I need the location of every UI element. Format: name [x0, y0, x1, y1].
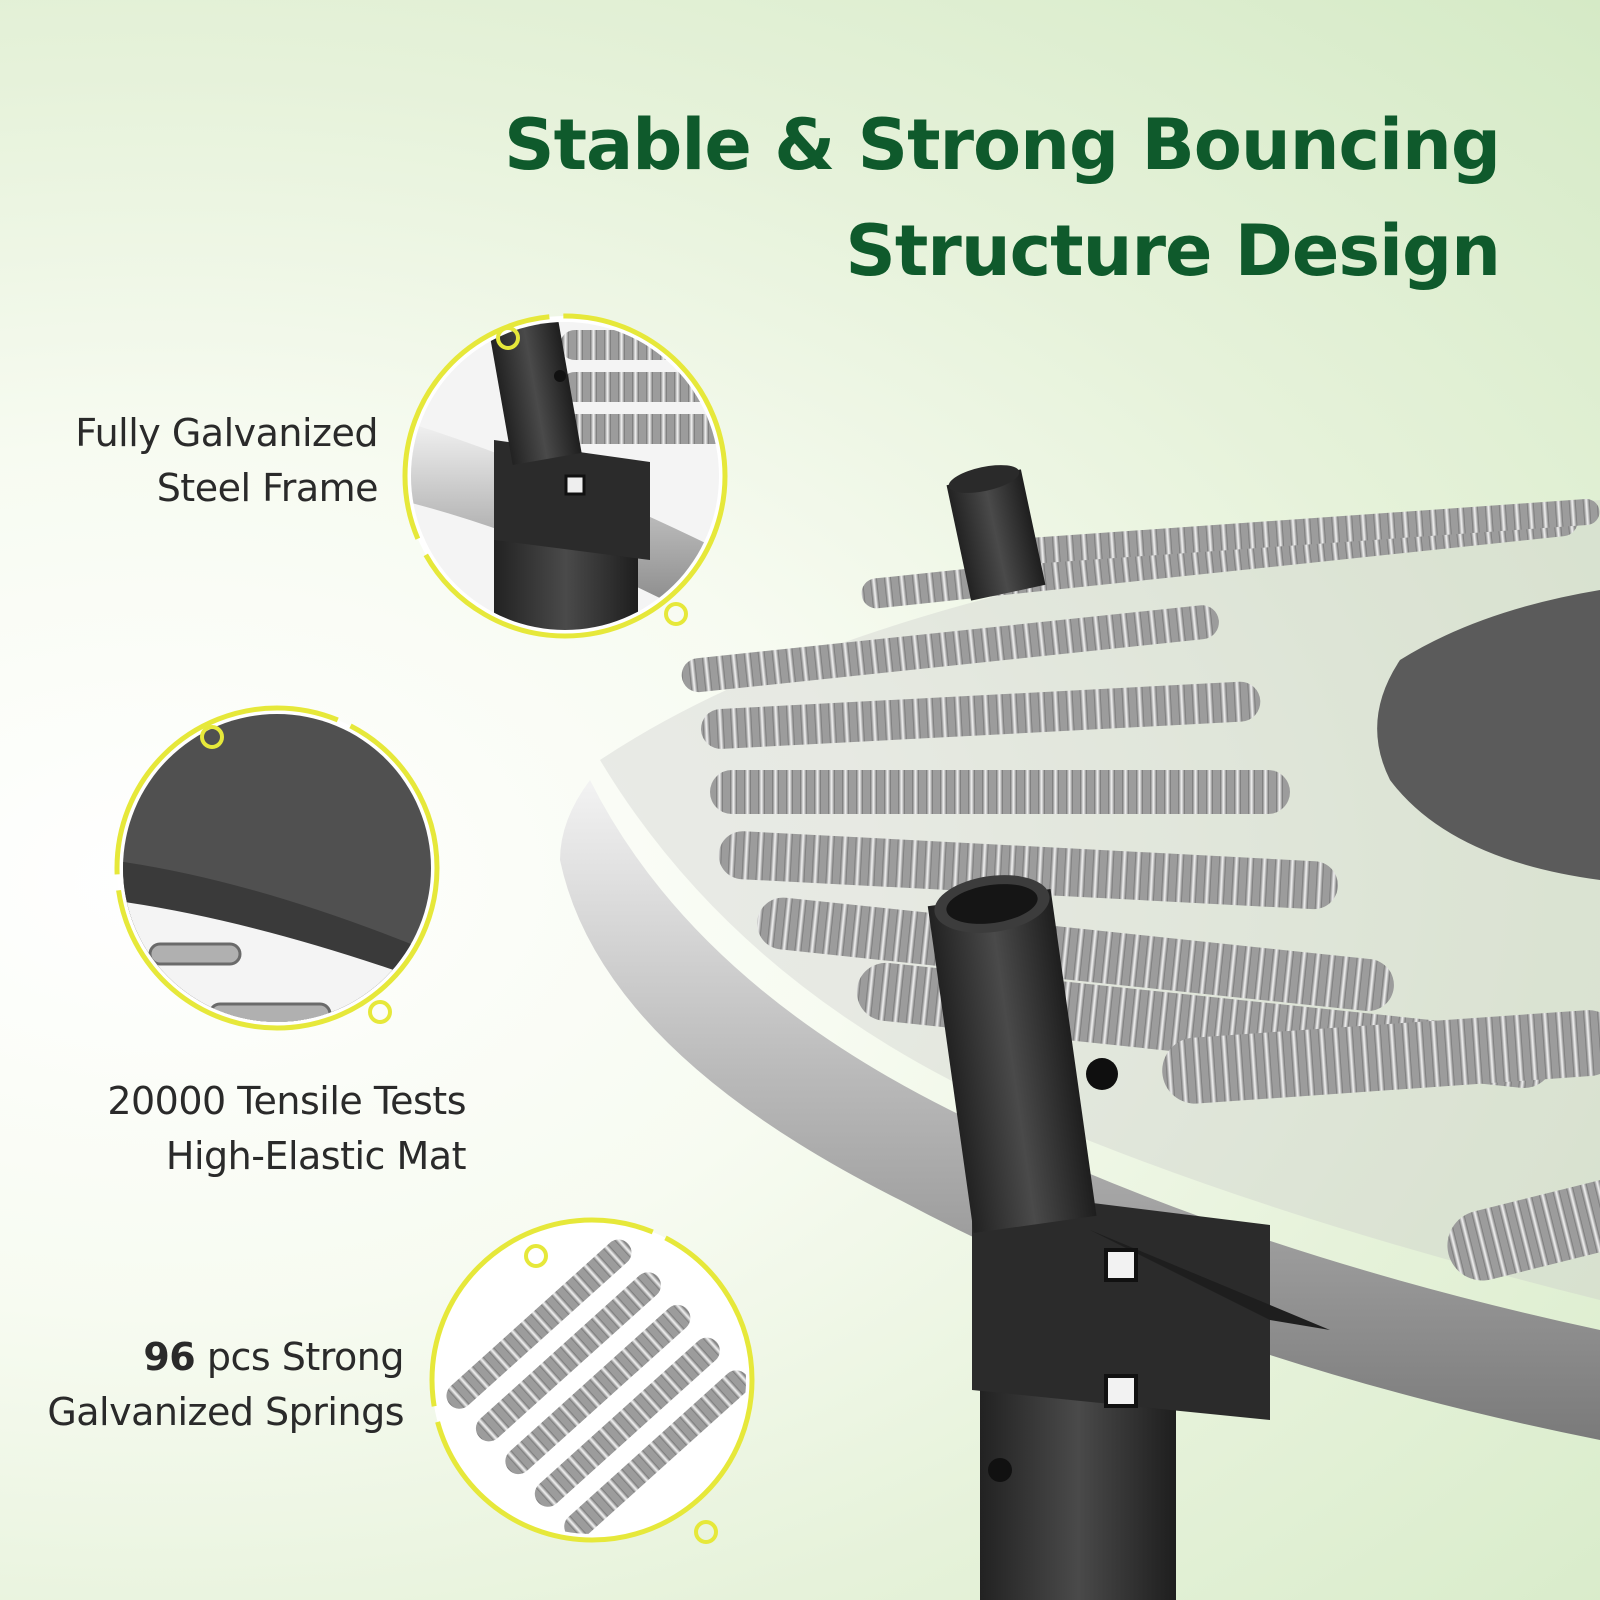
feature-springs-label: 96 pcs Strong Galvanized Springs	[0, 1330, 404, 1440]
frame-rail	[560, 780, 1600, 1440]
headline-line-1: Stable & Strong Bouncing	[504, 104, 1501, 186]
mat-detail-icon	[114, 705, 440, 1031]
spring-count-unit: pcs Strong	[206, 1335, 405, 1379]
springs-field	[600, 499, 1600, 1300]
feature-mat-line-1: 20000 Tensile Tests	[107, 1079, 466, 1123]
headline-line-2: Structure Design	[845, 210, 1501, 292]
feature-mat-label: 20000 Tensile Tests High-Elastic Mat	[6, 1074, 466, 1184]
spring-count: 96	[143, 1335, 196, 1379]
feature-springs-line-2: Galvanized Springs	[47, 1390, 404, 1434]
back-pole	[946, 469, 1046, 601]
springs-icon	[429, 1217, 755, 1544]
feature-frame-label: Fully Galvanized Steel Frame	[0, 406, 378, 516]
feature-frame-line-1: Fully Galvanized	[75, 411, 378, 455]
frame-joint-icon	[402, 313, 728, 639]
feature-frame-line-2: Steel Frame	[156, 466, 379, 510]
feature-mat-line-2: High-Elastic Mat	[165, 1134, 467, 1178]
front-bracket	[927, 875, 1330, 1600]
headline: Stable & Strong Bouncing Structure Desig…	[500, 92, 1501, 304]
feature-springs-line-1: 96 pcs Strong	[0, 1330, 404, 1385]
jump-mat	[1377, 590, 1600, 880]
